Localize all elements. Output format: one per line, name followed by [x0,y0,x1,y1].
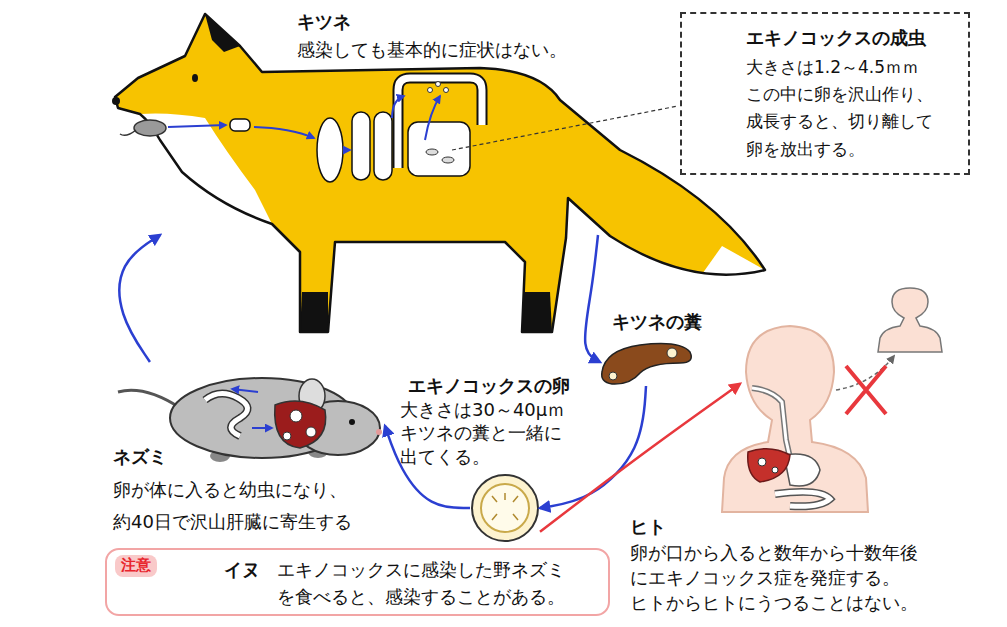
human-illustration [752,388,790,458]
mouse-illustration [252,427,272,429]
node-body: 大きさは30～40μｍ キツネの糞と一緒に 出てくる。 [400,398,572,468]
fox-illustration [317,118,343,182]
mouse-illustration [232,389,258,392]
warning-tag: 注意 [115,555,157,577]
human-illustration [722,326,868,512]
fox-illustration [120,130,136,135]
mouse-illustration [118,390,180,408]
node-heading: ネズミ [113,445,167,468]
mouse-illustration [205,393,248,436]
mouse-illustration [376,429,382,435]
human-illustration [775,492,830,506]
human-illustration [722,326,868,512]
fox-illustration [115,14,765,332]
fox-illustration [436,82,441,87]
fox-illustration [522,292,552,332]
node-note: 感染しても基本的に症状はない。 [297,38,567,61]
fox-illustration [112,14,765,332]
fox-illustration [112,97,120,105]
node-heading: イヌ [224,558,260,581]
node-heading: エキノコックスの卵 [408,374,570,397]
mouse-illustration [275,401,326,448]
adult-worm-callout: エキノコックスの成虫大きさは1.2～4.5ｍｍ この中に卵を沢山作り、 成長する… [680,12,970,175]
node-body: 卵が口から入ると数年から十数年後 にエキノコックス症を発症する。 ヒトからヒトに… [630,540,924,616]
fox-illustration [115,14,765,332]
fox-illustration [392,96,404,118]
fox-figure: キツネ感染しても基本的に症状はない。 [108,12,668,235]
node-heading: エキノコックスの成虫 [746,26,926,49]
human-illustration [752,388,790,458]
cycle-arrow [540,384,740,532]
cycle-arrow [120,235,161,362]
egg-drawing [472,475,538,541]
egg-drawing [472,475,538,541]
mouse-illustration [283,432,291,440]
fox-illustration [254,127,314,138]
egg-drawing [481,484,529,532]
egg-circle: エキノコックスの卵大きさは30～40μｍ キツネの糞と一緒に 出てくる。 [470,474,540,542]
fox-illustration [428,88,433,93]
no-human-transmission-mark [878,288,942,352]
no-human-transmission-mark [836,288,942,414]
fox-illustration [230,119,250,131]
fox-illustration [134,120,166,136]
node-body: 大きさは1.2～4.5ｍｍ この中に卵を沢山作り、 成長すると、切り離して 卵を… [746,54,939,163]
feces-drawing [609,372,617,380]
node-heading: キツネ [297,10,351,33]
fox-illustration [442,157,454,163]
warning-box: 注意 イヌエキノコックスに感染した野ネズミ を食べると、感染することがある。 [105,548,610,616]
zoom-leader [452,106,678,150]
node-heading: ヒト [630,515,666,538]
mouse-illustration [349,419,355,425]
human-illustration [758,458,766,466]
zoom-leader [452,106,678,150]
feces-drawing [667,348,677,358]
fox-illustration [408,122,470,176]
human-figure: ヒト卵が口から入ると数年から十数年後 にエキノコックス症を発症する。 ヒトからヒ… [740,328,872,514]
mouse-figure: ネズミ卵が体に入ると幼虫になり、 約40日で沢山肝臓に寄生する [120,362,385,442]
mouse-illustration [205,393,248,436]
feces-drawing [602,344,692,385]
fox-illustration [426,149,438,155]
fox-illustration [444,88,449,93]
no-human-transmission-mark [836,356,894,390]
cycle-arrow [585,235,600,362]
fox-illustration [168,125,226,127]
fox-illustration [300,292,328,332]
mouse-illustration [290,410,302,422]
fox-feces: キツネの糞 [600,338,692,386]
human-illustration [775,492,830,506]
fox-illustration [192,74,198,82]
fox-illustration [374,112,392,180]
node-heading: キツネの糞 [612,310,702,333]
fox-illustration [352,112,370,180]
human-illustration [772,467,778,473]
node-body: エキノコックスに感染した野ネズミ を食べると、感染することがある。 [277,556,571,610]
node-body: 卵が体に入ると幼虫になり、 約40日で沢山肝臓に寄生する [113,474,358,537]
fox-illustration [425,96,440,140]
fox-illustration [344,149,350,151]
egg-drawing [492,493,518,520]
no-human-transmission-mark [846,366,886,414]
mouse-illustration [306,427,316,437]
feces-drawing [602,344,692,385]
human-illustration [748,449,790,482]
